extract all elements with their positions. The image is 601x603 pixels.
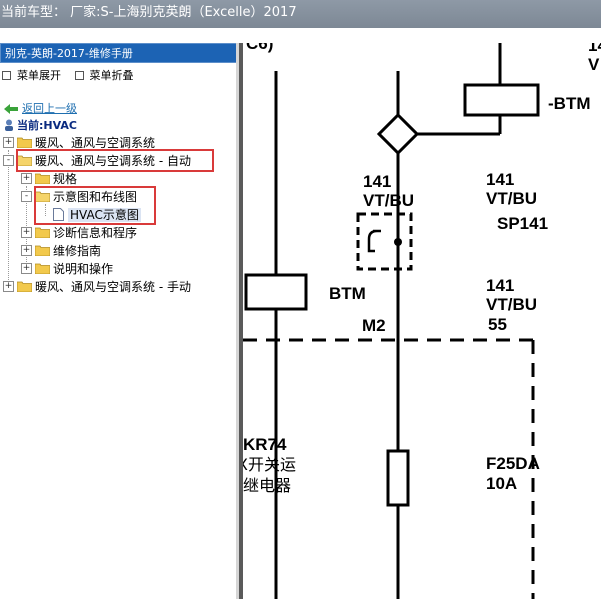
collapse-toggle-icon[interactable]: -: [21, 191, 32, 202]
tree-item-label: 规格: [53, 172, 78, 186]
tree-item-specs[interactable]: + 规格: [21, 171, 77, 187]
relay-id: KR74: [243, 435, 287, 454]
highlight-box: [34, 186, 156, 225]
expand-all-icon: [2, 70, 11, 80]
collapse-all-icon: [74, 70, 84, 80]
current-node-label: 当前:HVAC: [17, 119, 77, 132]
partial-label: V: [588, 55, 600, 74]
tree-item-hvac-auto[interactable]: - 暖风、通风与空调系统 - 自动: [3, 153, 191, 169]
expand-all-label: 菜单展开: [17, 69, 61, 82]
fuse-box: [386, 449, 410, 507]
relay-desc-line1: X开关运: [243, 455, 296, 474]
tree-item-label: 维修指南: [53, 244, 102, 258]
wire-color: VT/BU: [486, 189, 537, 208]
tree-item-label: 暖风、通风与空调系统: [35, 136, 156, 150]
partial-label: C6): [246, 43, 273, 53]
wire-color: VT/BU: [486, 295, 537, 314]
expand-all-button[interactable]: 菜单展开: [2, 67, 61, 83]
expand-toggle-icon[interactable]: +: [3, 281, 14, 292]
folder-icon: [17, 281, 32, 292]
expand-toggle-icon[interactable]: +: [21, 245, 32, 256]
back-arrow-icon: [4, 104, 18, 114]
highlight-box: [16, 149, 214, 172]
expand-toggle-icon[interactable]: +: [3, 137, 14, 148]
tree-item-repair[interactable]: + 维修指南: [21, 243, 101, 259]
pin-label: 55: [488, 315, 507, 334]
sidebar-toolbar: 菜单展开 菜单折叠: [2, 67, 144, 83]
collapse-all-label: 菜单折叠: [89, 69, 134, 82]
tree-item-label: 示意图和布线图: [53, 190, 138, 204]
contact-dot-icon: [394, 238, 402, 246]
wire-number: 141: [363, 172, 391, 191]
folder-icon: [17, 137, 32, 148]
connector-dashed-box: [356, 212, 413, 271]
m2-label: M2: [362, 316, 386, 335]
tree-item-description[interactable]: + 说明和操作: [21, 261, 113, 277]
partial-label: 14: [588, 43, 601, 55]
tree-item-label: 诊断信息和程序: [53, 226, 138, 240]
collapse-toggle-icon[interactable]: -: [3, 155, 14, 166]
switch-contact-icon: [367, 229, 381, 253]
tree-item-label: HVAC示意图: [68, 208, 141, 222]
folder-icon: [35, 263, 50, 274]
document-icon: [53, 208, 64, 221]
folder-icon: [35, 173, 50, 184]
tree-item-label: 说明和操作: [53, 262, 114, 276]
btm-top-box: [463, 83, 540, 117]
back-row: 返回上一级: [4, 100, 77, 116]
tree-guide-line: [45, 204, 46, 216]
tree-item-hvac[interactable]: + 暖风、通风与空调系统: [3, 135, 155, 151]
user-icon: [5, 119, 13, 131]
expand-toggle-icon[interactable]: +: [21, 263, 32, 274]
btm-top-label: -BTM: [548, 94, 590, 113]
sidebar-border: [236, 43, 239, 599]
tree-item-label: 暖风、通风与空调系统 - 手动: [35, 280, 191, 294]
splitter-bar[interactable]: [239, 43, 243, 599]
window-title-bar: 当前车型： 厂家:S-上海别克英朗（Excelle）2017: [0, 0, 601, 28]
collapse-all-button[interactable]: 菜单折叠: [74, 67, 134, 83]
wire-color: VT/BU: [363, 191, 414, 210]
wiring-diagram-svg: C6) 14 V -BTM 141 VT/BU 141 VT/BU SP141 …: [237, 34, 601, 599]
fuse-id: F25DA: [486, 454, 540, 473]
tree-item-hvac-manual[interactable]: + 暖风、通风与空调系统 - 手动: [3, 279, 191, 295]
tree-item-diagnostics[interactable]: + 诊断信息和程序: [21, 225, 137, 241]
current-node: 当前:HVAC: [4, 117, 77, 133]
btm-left-box: [244, 273, 308, 311]
back-link[interactable]: 返回上一级: [22, 102, 77, 115]
fuse-rating: 10A: [486, 474, 517, 493]
folder-open-icon: [35, 191, 50, 202]
folder-open-icon: [17, 155, 32, 166]
folder-icon: [35, 245, 50, 256]
sidebar-title: 别克-英朗-2017-维修手册: [0, 43, 238, 63]
btm-left-label: BTM: [329, 284, 366, 303]
wire-number: 141: [486, 276, 514, 295]
expand-toggle-icon[interactable]: +: [21, 227, 32, 238]
tree-item-schematics[interactable]: - 示意图和布线图: [21, 189, 137, 205]
splice-diamond: [376, 112, 420, 156]
wiring-diagram: C6) 14 V -BTM 141 VT/BU 141 VT/BU SP141 …: [237, 34, 601, 599]
splice-label: SP141: [497, 214, 548, 233]
relay-desc-line2: 继电器: [243, 476, 291, 495]
tree-item-hvac-schematic[interactable]: HVAC示意图: [53, 207, 141, 223]
wire-number: 141: [486, 170, 514, 189]
sidebar: 别克-英朗-2017-维修手册 菜单展开 菜单折叠 返回上一级 当前:HVAC …: [0, 43, 240, 599]
expand-toggle-icon[interactable]: +: [21, 173, 32, 184]
tree-item-label: 暖风、通风与空调系统 - 自动: [35, 154, 191, 168]
tree-guide-line: [8, 150, 9, 288]
folder-icon: [35, 227, 50, 238]
window-title: 当前车型： 厂家:S-上海别克英朗（Excelle）2017: [1, 5, 297, 20]
